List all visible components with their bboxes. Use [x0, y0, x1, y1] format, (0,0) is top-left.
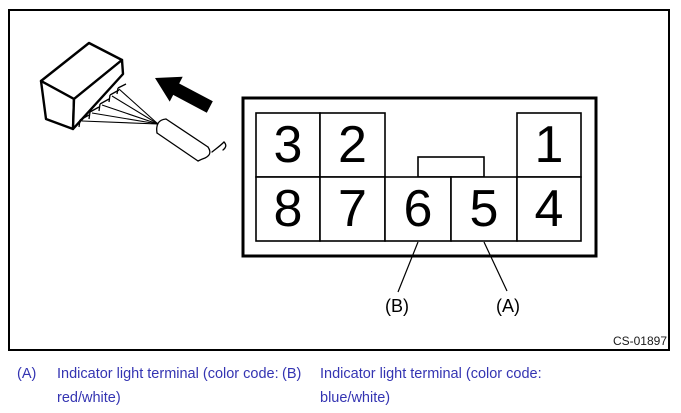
connector-sketch [39, 41, 159, 131]
legend-item-a-label: (A) [17, 366, 37, 382]
terminal-marks [78, 83, 127, 128]
pin-label-7: 7 [338, 180, 367, 238]
pin1-cavity [516, 112, 582, 178]
probe-trace-lines [81, 88, 159, 125]
pin2-cavity [319, 112, 386, 178]
pin-label-6: 6 [403, 180, 433, 238]
legend-item-a-text: Indicator light terminal (color code: re… [57, 366, 279, 406]
insertion-arrow-icon [155, 76, 213, 113]
pin5-cavity [450, 176, 518, 242]
pin-label-3: 3 [273, 116, 303, 174]
pin-grid [241, 96, 598, 258]
pin8-cavity [255, 176, 321, 242]
callout-leader-lines [397, 241, 508, 293]
callout-b-leader [397, 241, 419, 293]
test-probe-sketch [156, 118, 227, 162]
pin-label-8: 8 [273, 180, 303, 238]
callout-a-label: (A) [496, 295, 520, 316]
connector-front-face [71, 58, 125, 131]
pin6-cavity [384, 176, 452, 242]
pin-label-5: 5 [469, 180, 499, 238]
keying-tab [417, 156, 485, 178]
legend-item-b-text: Indicator light terminal (color code: bl… [320, 366, 542, 406]
pin-label-2: 2 [338, 116, 367, 174]
callout-a-leader [483, 241, 508, 292]
pin7-cavity [319, 176, 386, 242]
pin-label-1: 1 [534, 116, 564, 174]
pin3-cavity [255, 112, 321, 178]
pin4-cavity [516, 176, 582, 242]
legend-item-b-label: (B) [282, 366, 302, 382]
callout-b-label: (B) [385, 295, 409, 316]
figure-code: CS-01897 [612, 334, 667, 348]
pin-label-4: 4 [534, 180, 564, 238]
